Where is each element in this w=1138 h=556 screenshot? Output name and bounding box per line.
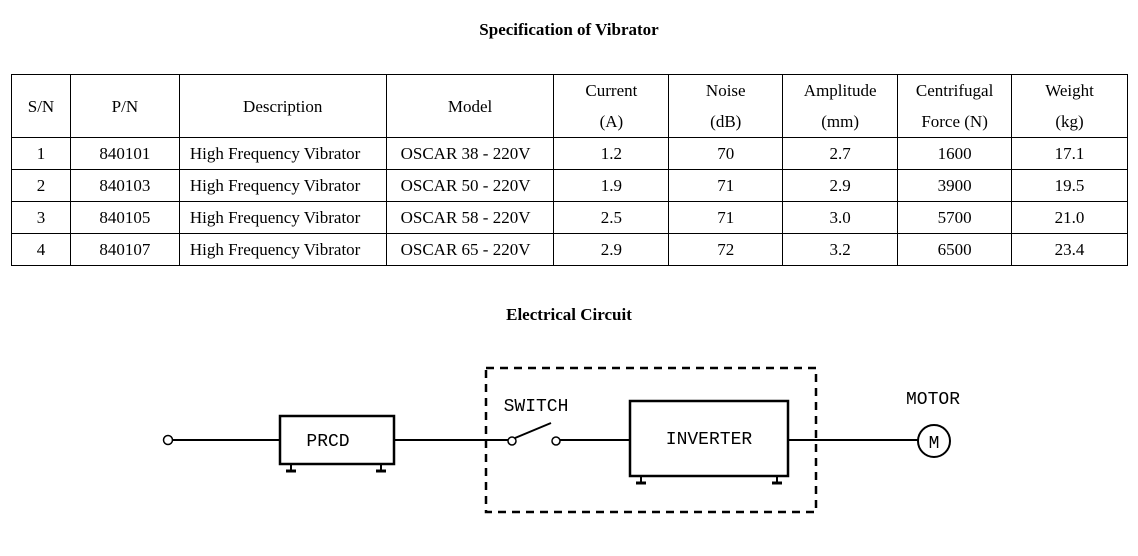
column-header: Description — [178, 74, 387, 138]
table-cell: 2.9 — [553, 233, 670, 266]
column-header: Model — [385, 74, 555, 138]
table-cell: OSCAR 38 - 220V — [385, 137, 555, 170]
table-cell: 840103 — [69, 169, 180, 202]
switch-label: SWITCH — [504, 397, 569, 417]
table-cell: 1 — [11, 137, 71, 170]
column-header-line1: Amplitude — [803, 81, 877, 100]
column-header: Current (A) — [553, 74, 670, 138]
column-header-line2: Force (N) — [921, 112, 988, 131]
table-cell: High Frequency Vibrator — [178, 137, 387, 170]
table-cell: 2.5 — [553, 201, 670, 234]
column-header: Noise (dB) — [668, 74, 784, 138]
column-header-line1: Current — [585, 81, 638, 100]
input-terminal — [162, 434, 174, 446]
switch-symbol-icon — [507, 422, 561, 446]
circuit-diagram: PRCD SWITCH INVERTER M — [162, 366, 960, 514]
table-cell: 2.7 — [782, 137, 899, 170]
table-cell: 70 — [668, 137, 784, 170]
column-header-line1: Weight — [1045, 81, 1094, 100]
table-cell: 3900 — [897, 169, 1013, 202]
inverter-enclosure — [484, 366, 818, 514]
table-cell: High Frequency Vibrator — [178, 233, 387, 266]
circuit-title: Electrical Circuit — [506, 305, 632, 324]
column-header-line1: Description — [243, 96, 323, 116]
table-cell: OSCAR 58 - 220V — [385, 201, 555, 234]
table-cell: OSCAR 65 - 220V — [385, 233, 555, 266]
table-cell: 71 — [668, 169, 784, 202]
motor-label: MOTOR — [906, 390, 960, 410]
column-header-line2: (dB) — [710, 112, 742, 131]
inverter-block: INVERTER — [628, 399, 790, 485]
table-cell: 4 — [11, 233, 71, 266]
table-cell: 840105 — [69, 201, 180, 234]
inverter-box — [628, 399, 790, 478]
table-cell: 72 — [668, 233, 784, 266]
table-cell: 1.2 — [553, 137, 670, 170]
table-cell: 3.2 — [782, 233, 899, 266]
prcd-label: PRCD — [306, 432, 349, 452]
column-header: S/N — [11, 74, 71, 138]
table-cell: 1.9 — [553, 169, 670, 202]
table-cell: 2.9 — [782, 169, 899, 202]
inverter-ground-right-icon — [772, 476, 782, 485]
table-header-row: S/N P/N Description Model Current (A) Noise (dB… — [11, 74, 1128, 138]
motor-icon: M — [917, 424, 951, 458]
column-header-line1: S/N — [27, 96, 55, 116]
inverter-label: INVERTER — [666, 430, 753, 450]
table-cell: 23.4 — [1011, 233, 1128, 266]
column-header-line2: (kg) — [1055, 112, 1084, 131]
inverter-ground-left-icon — [636, 476, 646, 485]
table-cell: 840107 — [69, 233, 180, 266]
table-cell: 21.0 — [1011, 201, 1128, 234]
table-cell: 1600 — [897, 137, 1013, 170]
table-cell: 2 — [11, 169, 71, 202]
column-header-line1: Noise — [705, 81, 746, 100]
table-cell: High Frequency Vibrator — [178, 169, 387, 202]
prcd-block: PRCD — [278, 414, 396, 473]
column-header-line1: Model — [447, 96, 493, 116]
table-cell: 17.1 — [1011, 137, 1128, 170]
table-cell: 19.5 — [1011, 169, 1128, 202]
table-cell: 3 — [11, 201, 71, 234]
table-cell: 6500 — [897, 233, 1013, 266]
table-cell: 840101 — [69, 137, 180, 170]
column-header-line1: P/N — [111, 96, 139, 116]
column-header: P/N — [69, 74, 180, 138]
column-header-line2: (A) — [599, 112, 624, 131]
spec-table: S/N P/N Description Model Current (A) Noise (dB… — [11, 74, 1128, 266]
table-cell: High Frequency Vibrator — [178, 201, 387, 234]
table-cell: 3.0 — [782, 201, 899, 234]
column-header: Amplitude (mm) — [782, 74, 899, 138]
spec-title: Specification of Vibrator — [479, 20, 659, 39]
column-header: Weight (kg) — [1011, 74, 1128, 138]
column-header-line2: (mm) — [821, 112, 860, 131]
table-cell: 71 — [668, 201, 784, 234]
prcd-ground-right-icon — [376, 464, 386, 473]
motor-symbol: M — [929, 434, 940, 454]
column-header-line1: Centrifugal — [915, 81, 994, 100]
table-cell: 5700 — [897, 201, 1013, 234]
table-cell: OSCAR 50 - 220V — [385, 169, 555, 202]
prcd-ground-left-icon — [286, 464, 296, 473]
